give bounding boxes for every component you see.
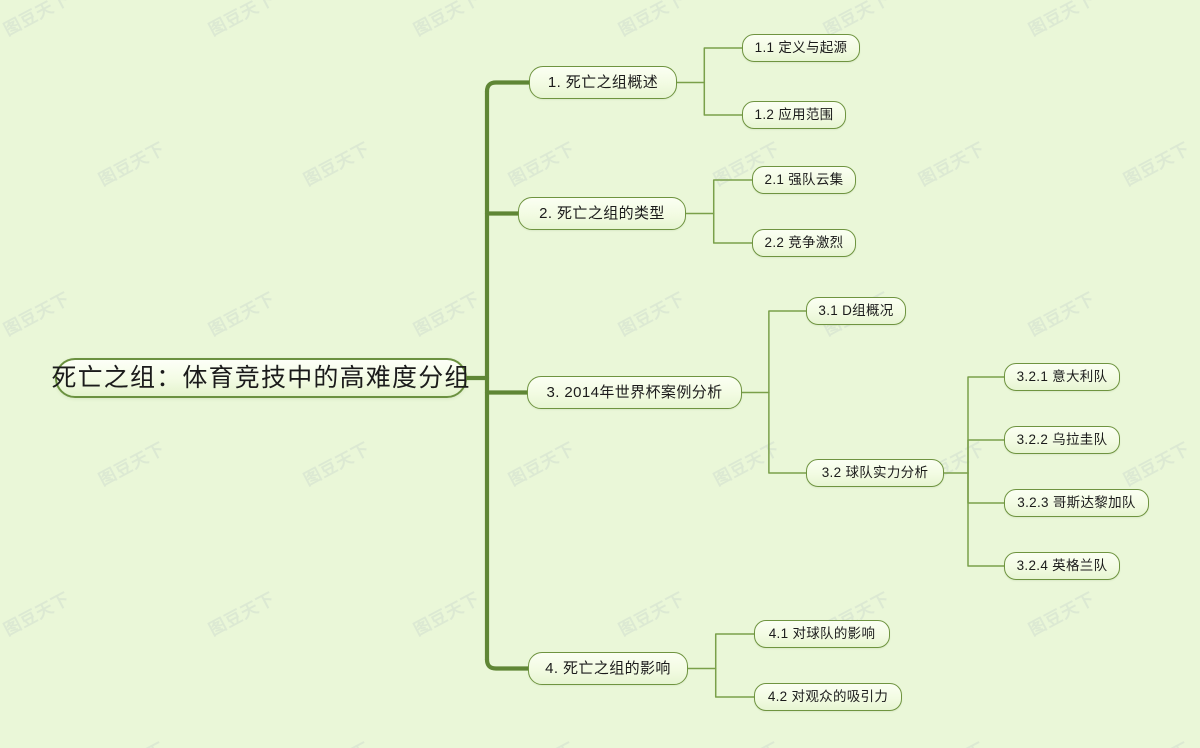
branch-node-2.-死亡之组的类型[interactable]: 2. 死亡之组的类型 <box>518 197 686 230</box>
branch-node-4.-死亡之组的影响[interactable]: 4. 死亡之组的影响 <box>528 652 688 685</box>
node-label: 3. 2014年世界杯案例分析 <box>546 384 723 401</box>
node-label: 死亡之组：体育竞技中的高难度分组 <box>51 363 471 392</box>
node-label: 1. 死亡之组概述 <box>547 74 659 91</box>
node-label: 2.2 竞争激烈 <box>764 235 844 251</box>
node-label: 1.2 应用范围 <box>754 107 834 123</box>
branch-node-1.-死亡之组概述[interactable]: 1. 死亡之组概述 <box>529 66 677 99</box>
branch-node-3.-2014年世界杯案例分析[interactable]: 3. 2014年世界杯案例分析 <box>527 376 742 409</box>
leaf-node-3.2.4-英格兰队[interactable]: 3.2.4 英格兰队 <box>1004 552 1120 580</box>
node-label: 3.2.1 意大利队 <box>1016 369 1108 385</box>
root-node[interactable]: 死亡之组：体育竞技中的高难度分组 <box>51 358 469 398</box>
leaf-node-3.2.1-意大利队[interactable]: 3.2.1 意大利队 <box>1004 363 1120 391</box>
subnode-3.1-D组概况[interactable]: 3.1 D组概况 <box>806 297 906 325</box>
leaf-node-3.2.2-乌拉圭队[interactable]: 3.2.2 乌拉圭队 <box>1004 426 1120 454</box>
node-label: 1.1 定义与起源 <box>754 40 848 56</box>
subnode-3.2-球队实力分析[interactable]: 3.2 球队实力分析 <box>806 459 944 487</box>
subnode-1.1-定义与起源[interactable]: 1.1 定义与起源 <box>742 34 860 62</box>
subnode-2.2-竞争激烈[interactable]: 2.2 竞争激烈 <box>752 229 856 257</box>
subnode-1.2-应用范围[interactable]: 1.2 应用范围 <box>742 101 846 129</box>
node-label: 3.2.4 英格兰队 <box>1016 558 1108 574</box>
node-label: 4. 死亡之组的影响 <box>545 660 671 677</box>
node-label: 3.1 D组概况 <box>818 303 894 319</box>
subnode-4.1-对球队的影响[interactable]: 4.1 对球队的影响 <box>754 620 890 648</box>
node-label: 2.1 强队云集 <box>764 172 844 188</box>
node-label: 3.2.3 哥斯达黎加队 <box>1017 495 1136 511</box>
node-label: 2. 死亡之组的类型 <box>539 205 665 222</box>
subnode-2.1-强队云集[interactable]: 2.1 强队云集 <box>752 166 856 194</box>
node-label: 4.2 对观众的吸引力 <box>767 689 889 705</box>
node-label: 3.2 球队实力分析 <box>821 465 929 481</box>
leaf-node-3.2.3-哥斯达黎加队[interactable]: 3.2.3 哥斯达黎加队 <box>1004 489 1149 517</box>
subnode-4.2-对观众的吸引力[interactable]: 4.2 对观众的吸引力 <box>754 683 902 711</box>
node-label: 4.1 对球队的影响 <box>768 626 876 642</box>
node-label: 3.2.2 乌拉圭队 <box>1016 432 1108 448</box>
